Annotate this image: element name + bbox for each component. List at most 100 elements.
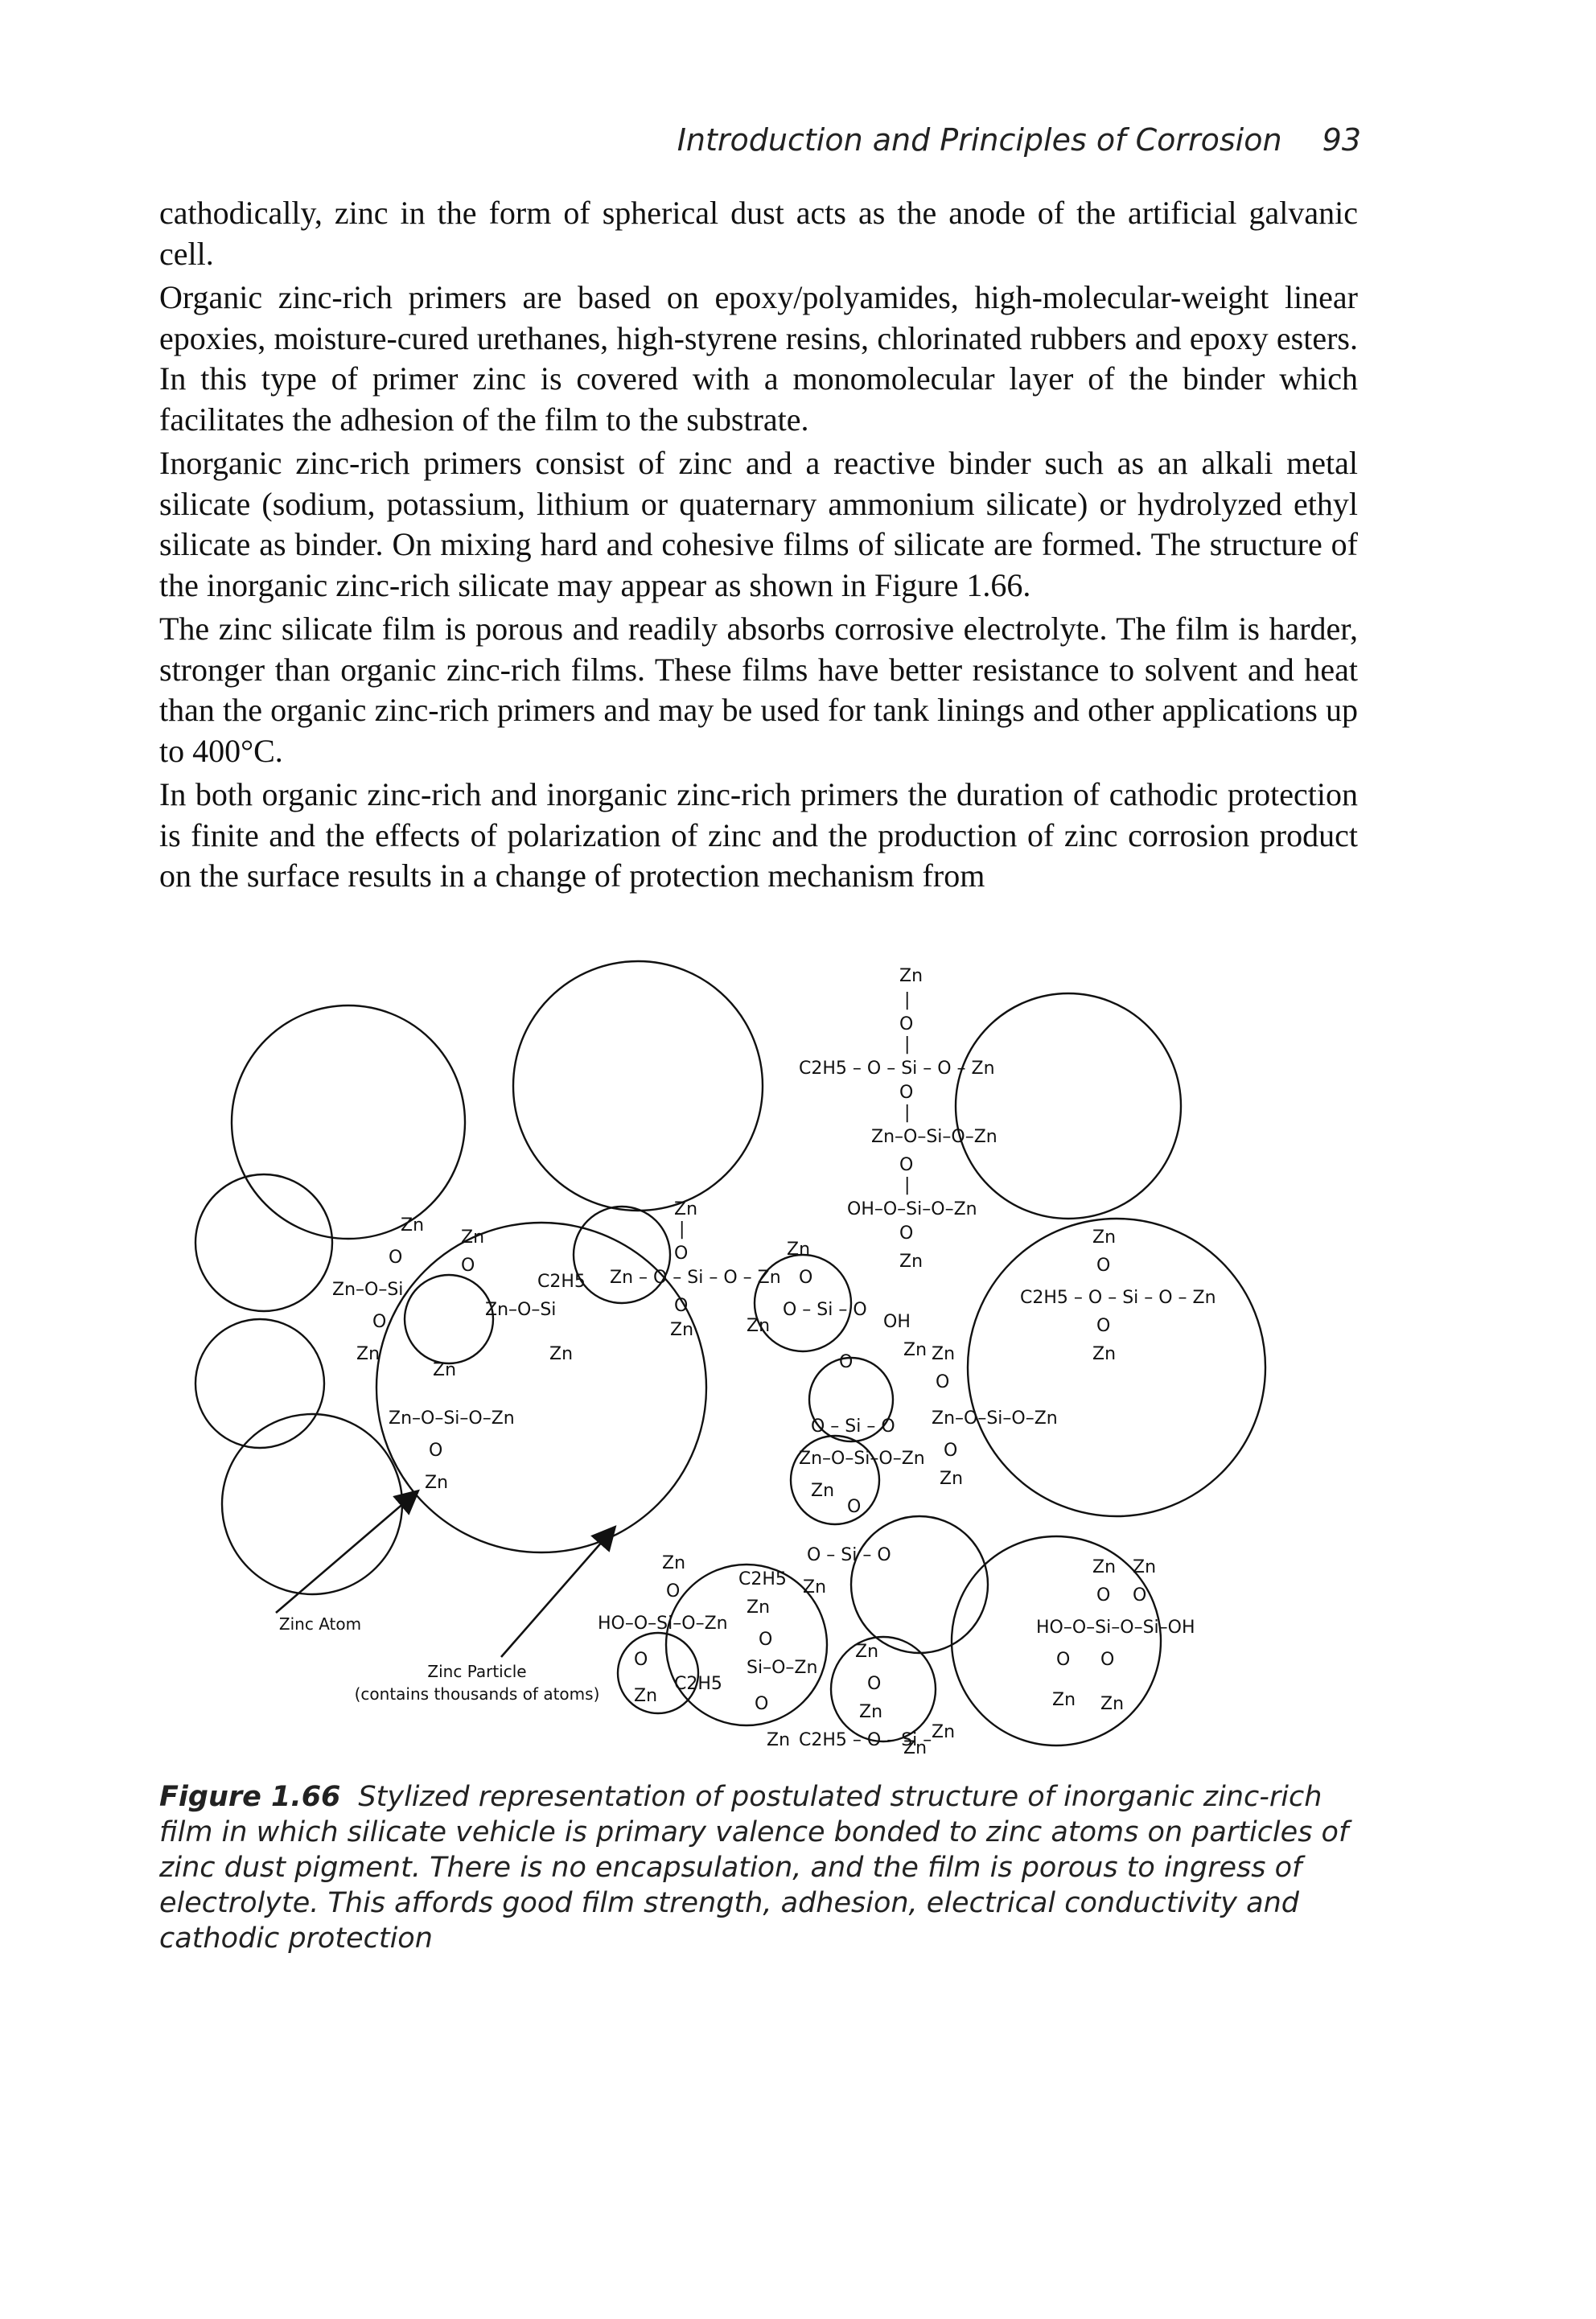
zinc-particle-circle	[950, 1535, 1162, 1747]
chem-label: O – Si – O	[783, 1300, 867, 1320]
chem-label: Zn	[932, 1722, 955, 1742]
chem-label: Zn–O–Si–O–Zn	[799, 1449, 925, 1469]
chem-label: Zn	[859, 1702, 882, 1722]
chem-label: O	[899, 1083, 913, 1103]
chem-label: O – Si – O	[807, 1545, 891, 1565]
chem-label: Zn	[903, 1738, 927, 1758]
caption-text: Stylized representation of postulated st…	[159, 1781, 1349, 1955]
chem-label: Zn	[662, 1553, 685, 1573]
chem-label: Zn – O – Si – O – Zn	[610, 1268, 781, 1288]
zinc-atom-label: Zinc Atom	[279, 1614, 361, 1634]
chem-label: O	[1056, 1650, 1070, 1670]
paragraph: Inorganic zinc-rich primers consist of z…	[159, 445, 1358, 603]
chem-label: Zn–O–Si–O–Zn	[871, 1127, 998, 1147]
chem-label: O	[1100, 1650, 1114, 1670]
chem-label: C2H5 – O – Si – O – Zn	[1020, 1288, 1216, 1308]
chem-label: OH–O–Si–O–Zn	[847, 1199, 977, 1219]
chem-label: Zn–O–Si–O–Zn	[932, 1408, 1058, 1429]
chem-label: Zn	[855, 1642, 878, 1662]
chem-label: C2H5	[537, 1272, 586, 1292]
chem-label: Zn	[634, 1686, 657, 1706]
chem-label: O	[936, 1372, 949, 1392]
zinc-particle-label: Zinc Particle	[427, 1662, 526, 1681]
chem-label: Zn	[1092, 1557, 1116, 1577]
zinc-particle-circle	[512, 960, 764, 1212]
chem-label: Zn	[1133, 1557, 1156, 1577]
chem-label: Zn	[670, 1320, 693, 1340]
chem-label: Zn	[1092, 1227, 1116, 1248]
chem-label: Zn	[940, 1469, 963, 1489]
zinc-particle-circle	[194, 1173, 334, 1313]
chem-label: O	[1096, 1316, 1110, 1336]
zinc-atom-arrow	[275, 1489, 420, 1614]
chem-label: O	[674, 1296, 688, 1316]
chem-label: O	[1096, 1256, 1110, 1276]
chem-label: O	[755, 1694, 768, 1714]
figure-zinc-silicate-structure: Zn | O | C2H5 – O – Si – O – Zn O | Zn–O…	[183, 949, 1350, 1762]
chem-label: Zn	[899, 966, 923, 986]
chem-label: O	[839, 1352, 853, 1372]
bond-line: |	[904, 990, 910, 1010]
zinc-particle-circle	[616, 1631, 700, 1715]
body-text: cathodically, zinc in the form of spheri…	[159, 193, 1358, 900]
chem-label: Zn	[356, 1344, 380, 1364]
caption-label: Figure 1.66	[159, 1781, 341, 1813]
chem-label: O	[372, 1312, 386, 1332]
chem-label: Zn	[803, 1577, 826, 1597]
chem-label: O	[899, 1014, 913, 1034]
chem-label: O	[867, 1674, 881, 1694]
zinc-particle-circle	[194, 1318, 326, 1449]
chem-label: Zn	[1052, 1690, 1076, 1710]
zinc-particle-circle	[220, 1412, 404, 1596]
chem-label: O	[944, 1441, 957, 1461]
chem-label: Si–O–Zn	[747, 1658, 817, 1678]
chem-label: O	[429, 1441, 442, 1461]
chem-label: Zn–O–Si	[485, 1300, 556, 1320]
zinc-particle-circle	[954, 992, 1183, 1220]
zinc-particle-circle	[753, 1253, 853, 1353]
chem-label: C2H5 – O – Si –	[799, 1730, 932, 1750]
zinc-particle-circle	[230, 1004, 467, 1240]
chem-label: O	[759, 1630, 772, 1650]
bond-line: |	[904, 1034, 910, 1055]
chem-label: Zn–O–Si	[332, 1280, 403, 1300]
chem-label: Zn	[1092, 1344, 1116, 1364]
zinc-particle-note: (contains thousands of atoms)	[355, 1684, 600, 1704]
chem-label: O	[899, 1223, 913, 1244]
chem-label: O	[847, 1497, 861, 1517]
zinc-particle-circle	[849, 1515, 989, 1655]
chem-label: Zn–O–Si–O–Zn	[389, 1408, 515, 1429]
zinc-particle-circle	[375, 1221, 708, 1554]
chem-label: O	[389, 1248, 402, 1268]
chem-label: Zn	[1100, 1694, 1124, 1714]
chem-label: Zn	[747, 1316, 770, 1336]
chem-label: Zn	[674, 1199, 697, 1219]
running-head-title: Introduction and Principles of Corrosion	[677, 122, 1282, 158]
zinc-particle-circle	[829, 1635, 937, 1743]
chem-label: O – Si – O	[811, 1416, 895, 1437]
paragraph: In both organic zinc-rich and inorganic …	[159, 776, 1358, 894]
chem-label: HO–O–Si–O–Zn	[598, 1614, 728, 1634]
chemical-bond-labels: Zn | O | C2H5 – O – Si – O – Zn O | Zn–O…	[332, 966, 1216, 1758]
page-number: 93	[1322, 122, 1361, 158]
zinc-particle-circle	[808, 1356, 895, 1443]
paragraph: cathodically, zinc in the form of spheri…	[159, 195, 1358, 272]
paragraph: Organic zinc-rich primers are based on e…	[159, 279, 1358, 438]
chem-label: Zn	[903, 1340, 927, 1360]
chem-label: O	[674, 1244, 688, 1264]
chem-label: C2H5	[674, 1674, 722, 1694]
zinc-particles	[194, 960, 1267, 1747]
chem-label: O	[1133, 1585, 1146, 1606]
running-head: Introduction and Principles of Corrosion…	[677, 122, 1361, 158]
chem-label: Zn	[461, 1227, 484, 1248]
zinc-particle-circle	[664, 1563, 829, 1727]
chem-label: Zn	[932, 1344, 955, 1364]
zinc-particle-circle	[572, 1205, 672, 1305]
chem-label: O	[461, 1256, 475, 1276]
chem-label: C2H5 – O – Si – O – Zn	[799, 1059, 995, 1079]
chem-label: Zn	[549, 1344, 573, 1364]
zinc-particle-circle	[966, 1217, 1267, 1518]
chem-label: Zn	[767, 1730, 790, 1750]
chem-label: O	[899, 1155, 913, 1175]
